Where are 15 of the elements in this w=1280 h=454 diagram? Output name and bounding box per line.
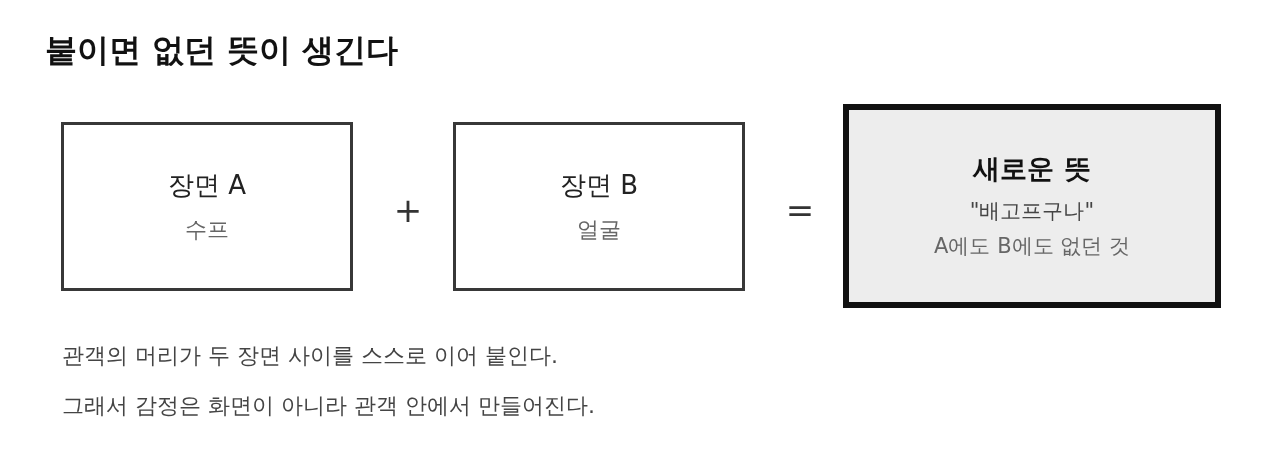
result-title: 새로운 뜻 <box>973 152 1091 185</box>
scene-box <box>61 122 353 291</box>
scene-box <box>453 122 745 291</box>
diagram-title: 붙이면 없던 뜻이 생긴다 <box>45 31 399 70</box>
scene-title: 장면 A <box>167 169 247 201</box>
plus-sign: + <box>393 189 423 231</box>
scene-subtitle: 수프 <box>185 216 229 244</box>
scene-subtitle: 얼굴 <box>577 216 621 244</box>
equals-sign: = <box>785 189 815 231</box>
note-text: 관객의 머리가 두 장면 사이를 스스로 이어 붙인다. <box>62 343 558 370</box>
scene-title: 장면 B <box>559 169 639 201</box>
result-note: A에도 B에도 없던 것 <box>934 234 1130 260</box>
note-text: 그래서 감정은 화면이 아니라 관객 안에서 만들어진다. <box>62 393 595 420</box>
quote-text: "배고프구나" <box>969 199 1095 225</box>
result-box <box>843 104 1221 308</box>
